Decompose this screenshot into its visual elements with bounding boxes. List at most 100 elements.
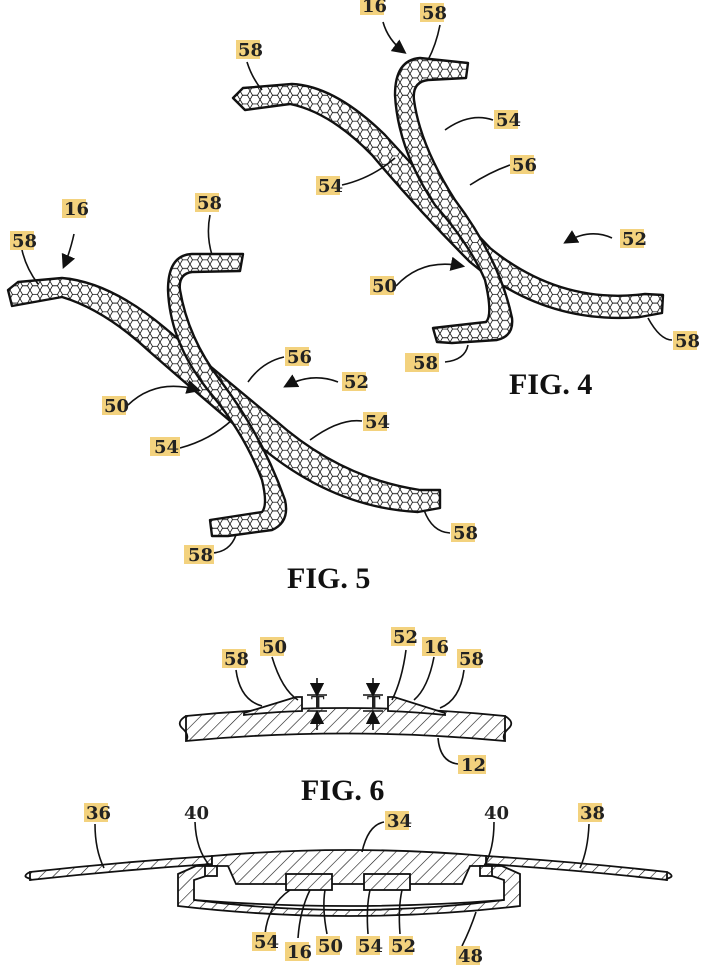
fig4-label-58-tl: 58 [236,40,263,61]
fig4-label-52: 52 [620,229,647,250]
fig7-label-34: 34 [385,811,412,832]
svg-text:52: 52 [391,936,416,957]
svg-text:52: 52 [393,627,418,648]
fig5-leader-54-r [309,419,363,441]
fig4-arrow-16 [382,21,407,54]
fig4-leader-56 [469,164,511,186]
svg-text:50: 50 [318,936,343,957]
fig6-leader-52 [391,649,407,701]
fig7-label-54-right: 54 [356,936,383,957]
fig7-leader-52 [398,889,403,935]
fig7-label-40-left: 40 [184,803,209,824]
svg-text:54: 54 [254,932,279,953]
fig5-label-16: 16 [62,199,89,220]
svg-text:50: 50 [372,276,397,297]
fig5-leader-58-t [207,214,213,256]
svg-text:58: 58 [675,331,700,352]
svg-text:54: 54 [496,110,521,131]
fig7-label-36: 36 [84,803,111,824]
svg-text:58: 58 [422,3,447,24]
fig4-strip-50 [393,56,514,345]
fig5-caption: FIG. 5 [287,562,370,595]
fig5-leader-58-br [423,509,451,534]
svg-text:58: 58 [413,353,438,374]
fig6-leader-16 [413,656,435,701]
fig4-arrow-50 [395,256,466,287]
fig7-break-right [664,871,673,881]
fig7-leader-40-l [194,821,211,867]
fig4-leader-54-r [444,116,494,131]
svg-text:52: 52 [344,372,369,393]
svg-text:12: 12 [461,755,486,776]
fig4-leader-58-tr [427,24,441,61]
fig6-leader-58-l [235,669,263,707]
fig6-leader-12 [437,737,459,765]
svg-text:58: 58 [197,193,222,214]
svg-text:50: 50 [104,396,129,417]
svg-text:58: 58 [224,649,249,670]
svg-text:54: 54 [358,936,383,957]
fig7-leader-38 [579,823,590,869]
svg-text:48: 48 [458,946,483,966]
fig7-label-40-right: 40 [484,803,509,824]
fig5-arrow-50 [127,380,202,406]
fig7-leader-34 [361,821,385,853]
fig4-arrow-52 [563,230,613,244]
fig4-caption: FIG. 4 [509,368,592,401]
fig5-label-58-bl: 58 [184,545,214,566]
fig7-cover-34 [211,849,487,885]
svg-text:54: 54 [154,437,179,458]
fig4-strip-52 [231,82,665,320]
fig7-label-54-left: 54 [252,932,279,953]
fig7-member-52 [363,873,411,891]
fig6-label-12: 12 [458,755,486,776]
fig5-label-56: 56 [285,347,312,368]
fig5-arrow-52 [283,374,339,388]
fig6-leader-50 [271,656,299,701]
fig5-label-54-l: 54 [150,437,180,458]
fig4-label-56: 56 [510,155,537,176]
fig6-label-58-l: 58 [222,649,249,670]
fig6-break-right [502,715,513,742]
fig4-leader-58-tl [246,61,263,91]
fig7-leader-54-l [264,889,291,935]
svg-text:56: 56 [287,347,312,368]
fig7-label-52: 52 [389,936,416,957]
fig6-thickness-left: T [307,678,327,730]
fig7-label-50: 50 [316,936,343,957]
fig7-leader-54-r [366,889,371,935]
fig4-leader-58-bl [444,344,469,363]
svg-text:58: 58 [238,40,263,61]
fig4-label-58-br: 58 [673,331,700,352]
fig6-caption: FIG. 6 [301,774,384,807]
svg-text:52: 52 [622,229,647,250]
fig4-label-54-r: 54 [494,110,521,131]
fig6-label-58-r: 58 [457,649,484,670]
fig6-label-52: 52 [391,627,418,648]
svg-text:16: 16 [424,637,449,658]
figure-7: 36 40 34 40 38 54 16 50 54 52 48 [24,803,673,966]
fig6-break-left [178,715,189,742]
fig4-label-58-tr: 58 [420,3,447,24]
fig4-label-16: 16 [360,0,387,17]
fig7-fastener-40-left [204,865,218,877]
fig6-thickness-right: T [363,678,383,730]
fig7-label-38: 38 [578,803,605,824]
fig7-fastener-40-right [479,865,493,877]
fig5-leader-58-bl [211,534,237,554]
fig5-leader-56 [247,356,285,383]
fig5-label-58-br: 58 [451,523,478,544]
fig6-label-16: 16 [422,637,449,658]
fig7-label-16: 16 [285,942,312,963]
svg-text:16: 16 [287,942,312,963]
fig5-label-58-l: 58 [10,231,37,252]
fig4-label-54-l: 54 [316,176,343,197]
fig5-label-52: 52 [342,372,369,393]
fig5-leader-58-l [21,249,39,285]
figure-5: 16 58 58 56 52 50 54 54 58 58 FIG. 5 [6,193,478,595]
fig7-member-50 [285,873,333,891]
svg-text:56: 56 [512,155,537,176]
fig5-strip-50 [166,252,288,538]
fig7-label-48: 48 [456,946,483,966]
fig6-label-50: 50 [260,637,287,658]
